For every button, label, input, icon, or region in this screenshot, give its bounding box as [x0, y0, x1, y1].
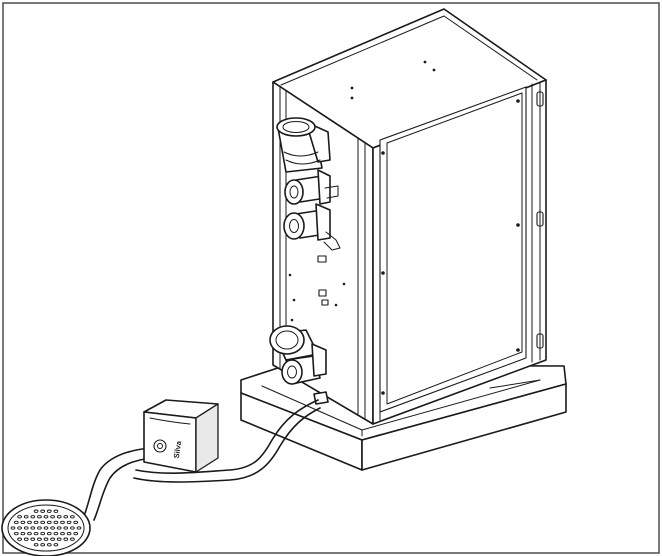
- grate-hole: [56, 515, 62, 519]
- grate-hole: [63, 515, 69, 519]
- top-flue-outlet: [276, 117, 331, 173]
- grate-hole: [33, 543, 39, 547]
- grate-hole: [23, 526, 29, 530]
- grate-hole: [33, 509, 39, 513]
- grate-hole: [53, 543, 59, 547]
- grate-hole: [73, 520, 79, 525]
- grate-hole: [37, 526, 42, 530]
- grate-hole: [46, 543, 52, 547]
- grate-hole: [46, 520, 52, 525]
- grate-hole: [37, 515, 42, 519]
- grate-hole: [20, 531, 26, 536]
- grate-hole: [40, 531, 46, 536]
- grate-hole: [43, 515, 49, 519]
- grate-holes: [10, 509, 82, 547]
- grate-hole: [37, 537, 42, 541]
- grate-hole: [53, 509, 59, 513]
- grate-hole: [46, 509, 52, 513]
- grate-hole: [23, 515, 29, 519]
- grate-hole: [27, 520, 32, 525]
- grate-hole: [40, 520, 46, 525]
- grate-hole: [66, 520, 72, 525]
- grate-hole: [17, 526, 22, 530]
- grate-hole: [30, 526, 36, 530]
- grate-hole: [76, 526, 82, 530]
- grate-hole: [10, 526, 16, 530]
- cabinet-side-panel: [379, 82, 544, 413]
- grate-hole: [27, 531, 32, 536]
- grate-hole: [20, 520, 26, 525]
- pipe-flange-upper: [284, 169, 339, 205]
- grate-hole: [70, 515, 75, 519]
- grate-hole: [73, 531, 79, 536]
- grate-hole: [63, 526, 69, 530]
- grate-hole: [53, 531, 59, 536]
- grate-hole: [60, 520, 65, 525]
- grate-hole: [43, 526, 49, 530]
- grate-hole: [33, 520, 39, 525]
- grate-hole: [70, 537, 75, 541]
- pipe-flange-middle: [283, 203, 341, 251]
- wall-fittings: [288, 255, 346, 322]
- grate-hole: [13, 531, 19, 536]
- floor-drain-grate: [1, 499, 91, 556]
- grate-hole: [30, 515, 36, 519]
- condensate-pump-box: Silva: [143, 399, 219, 473]
- grate-hole: [66, 531, 72, 536]
- grate-hole: [50, 537, 55, 541]
- grate-hole: [70, 526, 75, 530]
- grate-hole: [30, 537, 36, 541]
- grate-hole: [50, 526, 55, 530]
- grate-hole: [33, 531, 39, 536]
- grate-hole: [53, 520, 59, 525]
- grate-hole: [13, 520, 19, 525]
- grate-hole: [43, 537, 49, 541]
- grate-hole: [56, 537, 62, 541]
- grate-hole: [40, 509, 46, 513]
- grate-hole: [60, 531, 65, 536]
- pump-label: Silva: [172, 440, 183, 459]
- grate-hole: [46, 531, 52, 536]
- grate-hole: [17, 515, 22, 519]
- grate-hole: [50, 515, 55, 519]
- grate-hole: [23, 537, 29, 541]
- grate-hole: [40, 543, 46, 547]
- grate-hole: [17, 537, 22, 541]
- grate-hole: [63, 537, 69, 541]
- grate-hole: [56, 526, 62, 530]
